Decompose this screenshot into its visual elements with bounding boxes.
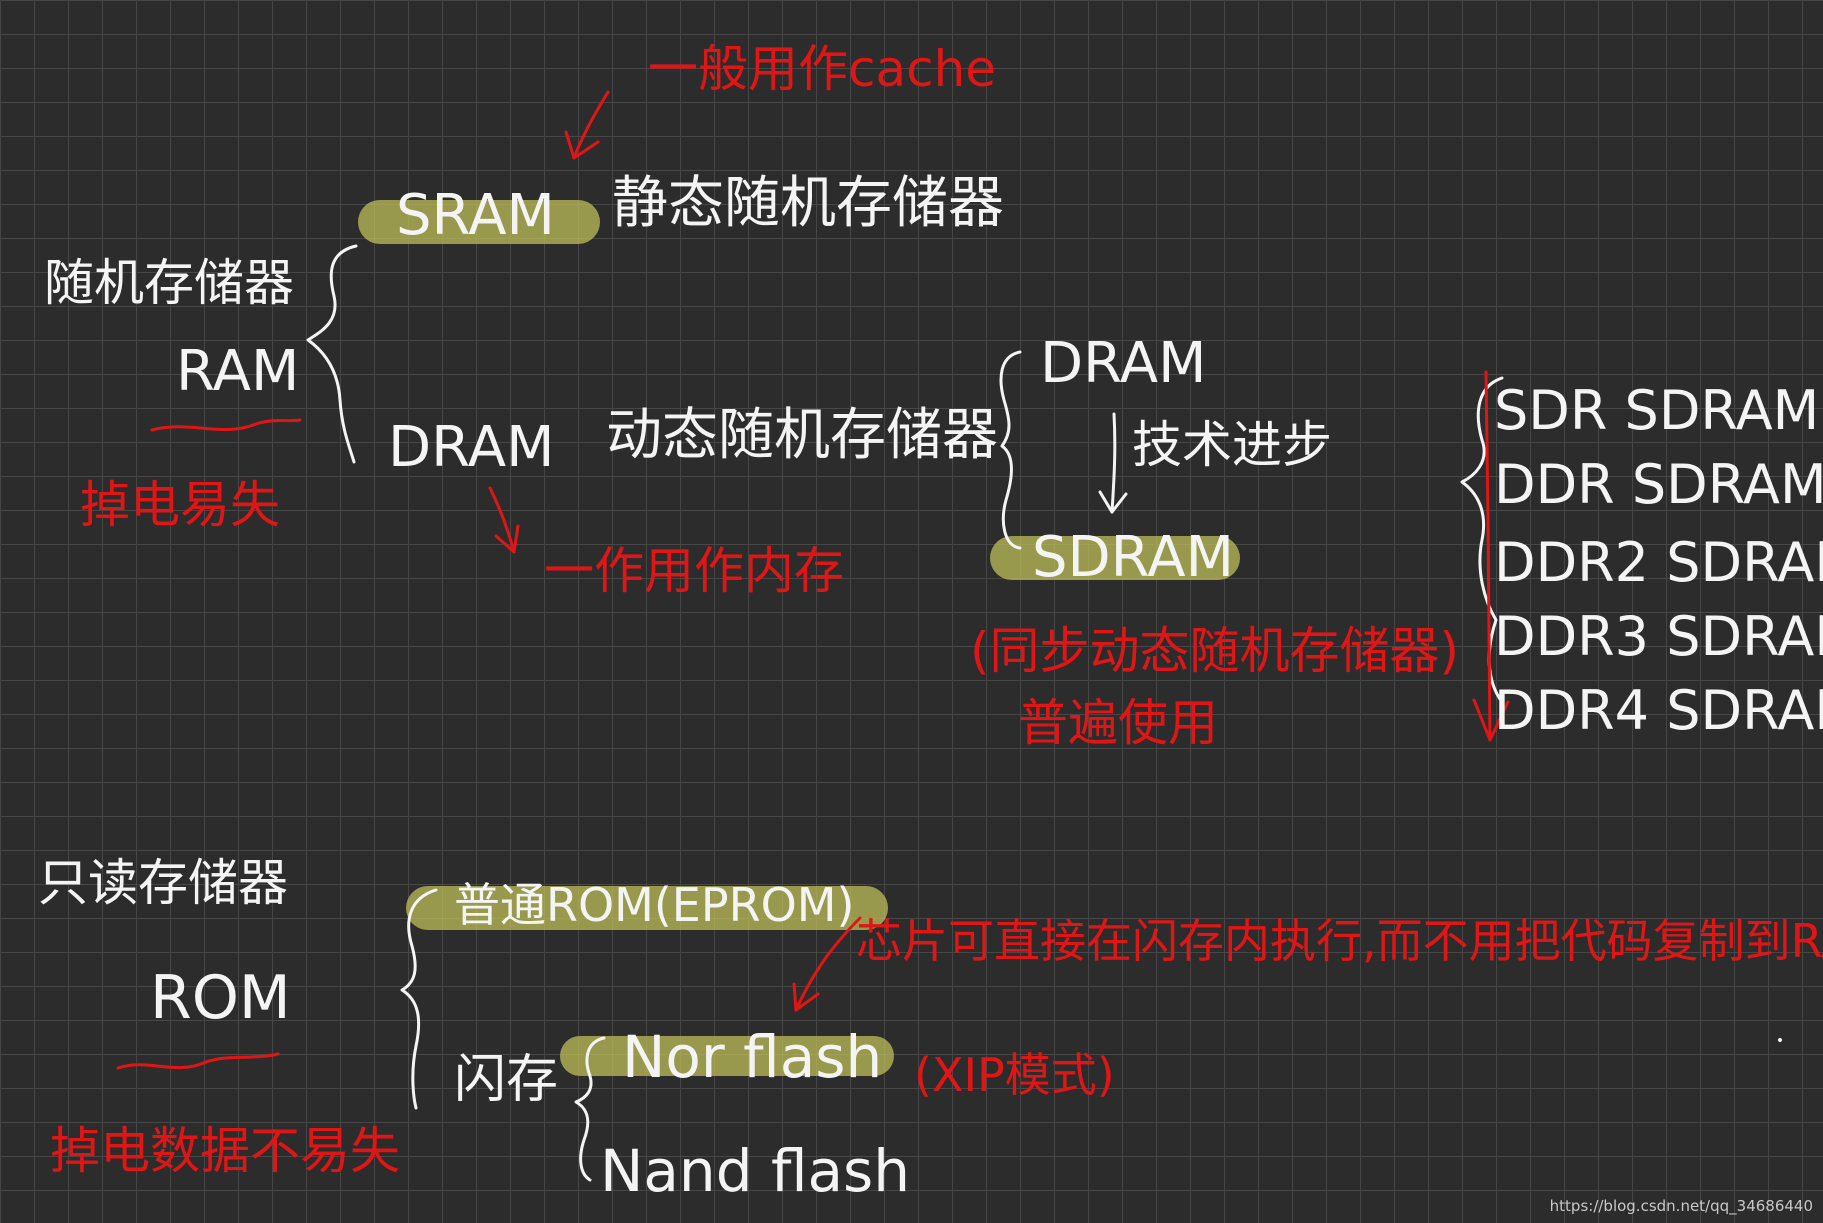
flash-label: 闪存 (454, 1054, 558, 1106)
ram-brace (308, 246, 356, 462)
evolution-to: SDRAM (1032, 530, 1234, 586)
rom-underline (118, 1054, 278, 1068)
sdram-type-item: DDR3 SDRAM (1494, 610, 1823, 664)
nor-flash: Nor flash (622, 1028, 882, 1086)
nand-flash: Nand flash (600, 1142, 910, 1200)
dram-note: 一作用作内存 (544, 546, 844, 596)
dram-desc: 动态随机存储器 (606, 408, 998, 464)
rom-normal: 普通ROM(EPROM) (454, 882, 854, 928)
nor-note: 芯片可直接在闪存内执行,而不用把代码复制到RAM (856, 918, 1823, 964)
sdram-note: 普遍使用 (1018, 698, 1218, 748)
sdram-type-item: DDR4 SDRAM (1494, 684, 1823, 738)
rom-nonvolatile-note: 掉电数据不易失 (50, 1126, 400, 1176)
rom-abbr: ROM (150, 968, 291, 1028)
evolution-arrow-label: 技术进步 (1132, 420, 1332, 470)
rom-brace (402, 890, 436, 1108)
tech-progress-arrow (1112, 414, 1115, 512)
dram-label: DRAM (388, 420, 554, 476)
dram-sdram-brace (1001, 352, 1020, 548)
sram-label: SRAM (396, 188, 555, 244)
ram-underline (152, 420, 300, 430)
sdram-evolution-arrow (1486, 372, 1490, 740)
sdram-desc: (同步动态随机存储器) (970, 626, 1459, 676)
sdram-type-item: SDR SDRAM (1494, 384, 1819, 438)
ram-title: 随机存储器 (44, 258, 294, 308)
footer-watermark: https://blog.csdn.net/qq_34686440 (1550, 1197, 1813, 1215)
sdram-type-item: DDR2 SDRAM (1494, 536, 1823, 590)
ram-abbr: RAM (176, 344, 299, 400)
sdram-type-item: DDR SDRAM (1494, 458, 1823, 512)
rom-title: 只读存储器 (38, 858, 288, 908)
sram-desc: 静态随机存储器 (612, 176, 1004, 232)
sram-note: 一般用作cache (648, 44, 996, 94)
ram-volatile-note: 掉电易失 (80, 480, 280, 530)
nor-mode: (XIP模式) (914, 1052, 1115, 1098)
evolution-from: DRAM (1040, 336, 1206, 392)
